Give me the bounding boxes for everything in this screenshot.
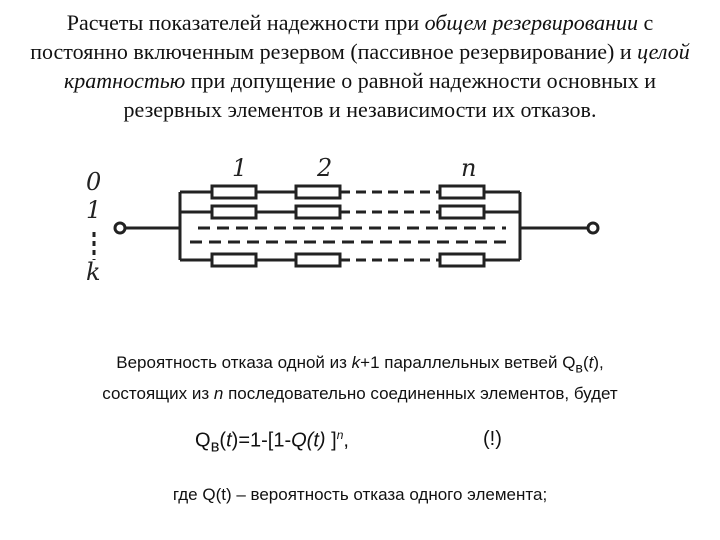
p1-text-f: последовательно соединенных элементов, б…: [223, 384, 618, 404]
row-label-1: 1: [86, 196, 101, 224]
branch-0: [180, 184, 520, 200]
definition-paragraph: где Q(t) – вероятность отказа одного эле…: [172, 485, 548, 504]
p1-text-c: (: [582, 353, 589, 372]
branch-k: [180, 252, 520, 268]
p1-n: n: [213, 384, 224, 404]
element-1-1: [210, 204, 258, 220]
p1-t: t: [588, 353, 594, 372]
formula-part-4: ,: [343, 429, 349, 452]
element-1-2: [294, 204, 342, 220]
element-0-1: [210, 184, 258, 200]
formula-q: Q: [195, 429, 211, 452]
p1-text-b: +1 параллельных ветвей Q: [360, 353, 576, 372]
formula-part-2: )=1-[1-: [231, 429, 292, 452]
p1-text-a: Вероятность отказа одной из: [116, 353, 352, 372]
formula: Qв(t)=1-[1-Q(t) ]n,: [195, 428, 349, 457]
row-label-0: 0: [86, 168, 101, 196]
branch-1: [180, 204, 520, 220]
title-part-3: при допущение о равной надежности основн…: [123, 68, 656, 122]
element-0-n: [438, 184, 486, 200]
output-terminal: [586, 221, 600, 235]
p1-text-d: ),: [593, 353, 604, 372]
row-label-k: k: [86, 258, 101, 286]
column-label-2: 2: [316, 154, 332, 182]
p1-k: k: [351, 353, 361, 372]
input-terminal: [113, 221, 127, 235]
element-k-2: [294, 252, 342, 268]
element-k-1: [210, 252, 258, 268]
element-1-n: [438, 204, 486, 220]
formula-part-3: ]: [325, 429, 337, 452]
formula-subscript: в: [210, 436, 220, 456]
failure-probability-paragraph: Вероятность отказа одной из k+1 параллел…: [20, 350, 700, 407]
formula-part-1: (: [219, 429, 227, 452]
title-italic-integer-multiplicity: целой кратностью: [64, 39, 690, 93]
title-italic-general-reservation: общем резервировании: [424, 10, 639, 35]
slide-title: Расчеты показателей надежности при общем…: [20, 8, 700, 124]
formula-t: t: [226, 429, 232, 452]
formula-mark: (!): [483, 428, 502, 450]
formula-exponent: n: [336, 428, 344, 442]
circuit: [113, 184, 600, 268]
formula-qt: Q(t): [291, 429, 326, 452]
title-part-1: Расчеты показателей надежности при: [66, 10, 425, 35]
column-label-1: 1: [232, 154, 247, 182]
column-label-n: n: [461, 154, 476, 182]
title-part-2: с постоянно включенным резервом (пассивн…: [30, 10, 654, 64]
redundancy-schematic: 0 1 k 1 2 n: [86, 154, 600, 286]
p1-subscript: в: [575, 360, 583, 377]
p1-text-e: состоящих из: [102, 384, 214, 404]
element-0-2: [294, 184, 342, 200]
element-k-n: [438, 252, 486, 268]
